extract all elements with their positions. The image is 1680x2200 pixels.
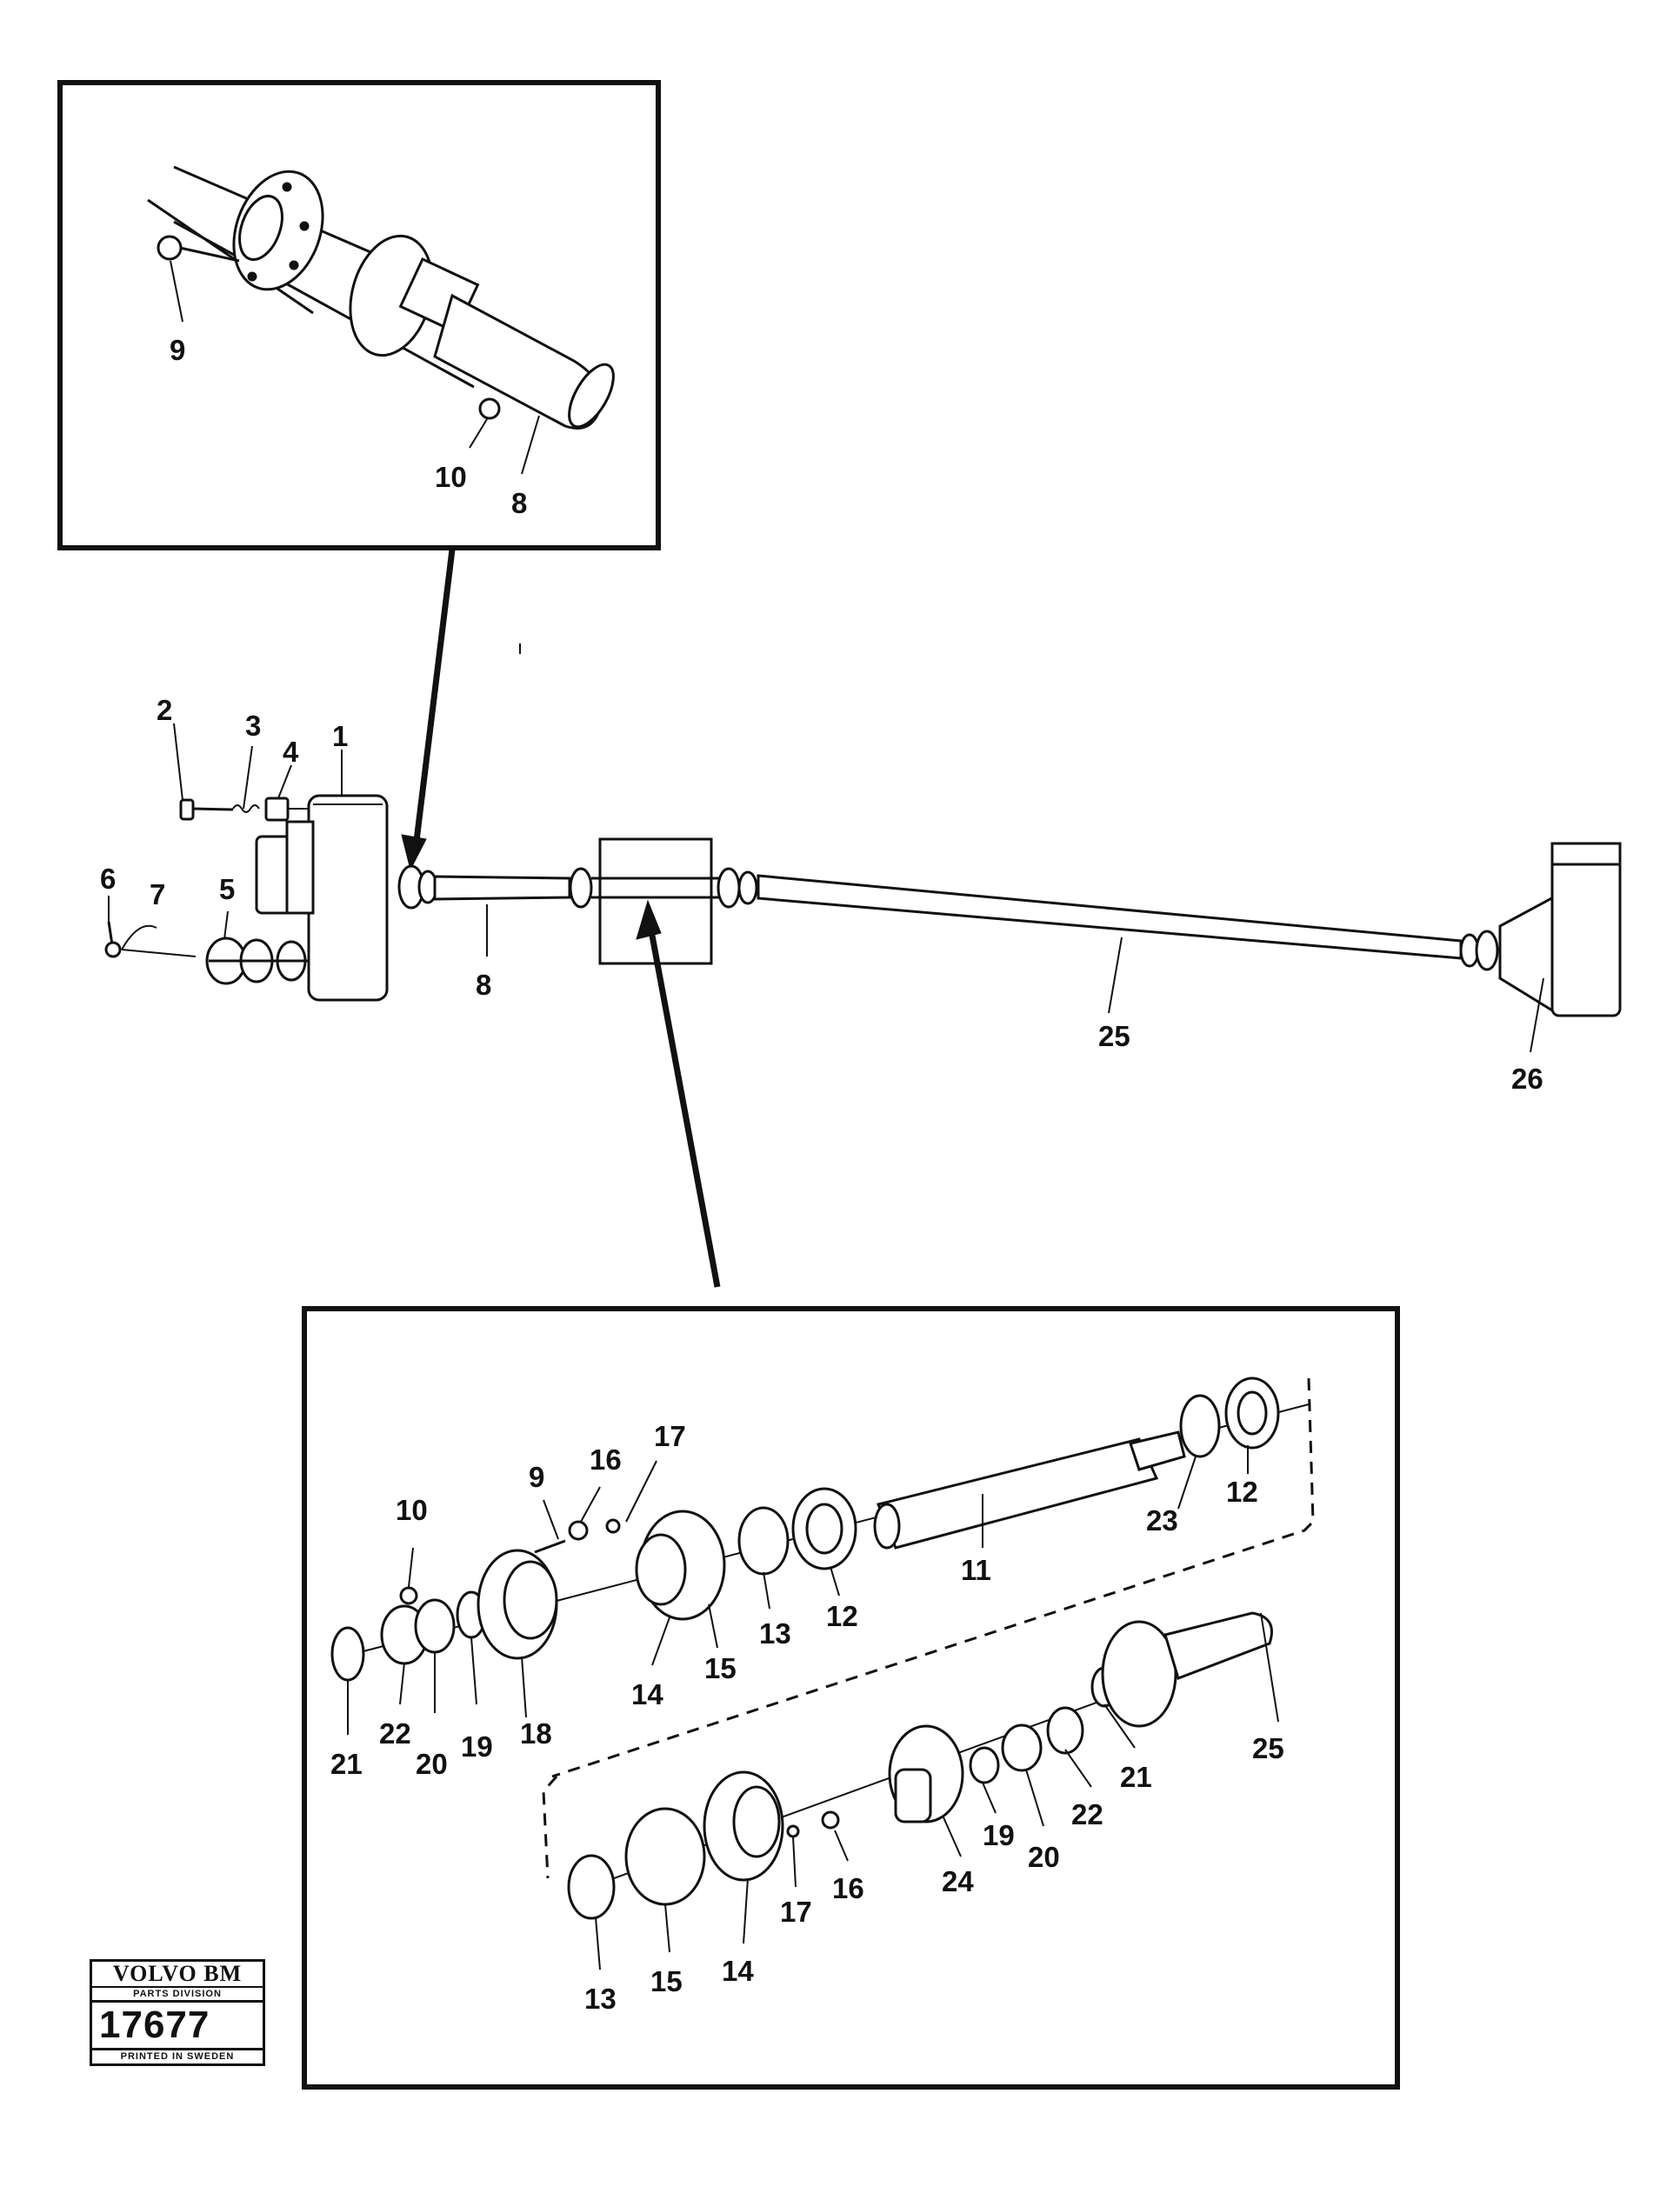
part-25-shaft-end xyxy=(1163,1611,1273,1680)
top-detail-inset: 9 10 8 xyxy=(57,80,661,550)
callout-20-b: 20 xyxy=(1028,1841,1060,1873)
part-16-bolt-b xyxy=(821,1810,840,1830)
stamp-division: PARTS DIVISION xyxy=(92,1988,263,2003)
callout-16-b: 16 xyxy=(832,1872,864,1904)
callout-12-a: 12 xyxy=(826,1600,858,1632)
part-15-shield-b xyxy=(624,1807,706,1906)
callout-14-a: 14 xyxy=(631,1678,663,1710)
callout-9-det: 9 xyxy=(529,1461,544,1493)
callout-25-main: 25 xyxy=(1098,1020,1130,1052)
part-21-ring-a xyxy=(330,1626,365,1682)
bearing-detail-inset: 10 9 16 17 21 22 20 19 18 14 15 13 12 11… xyxy=(302,1306,1400,2090)
callout-21-b: 21 xyxy=(1120,1761,1152,1793)
callout-6: 6 xyxy=(100,863,116,895)
callout-3: 3 xyxy=(245,710,261,742)
part-16-washer-det xyxy=(568,1520,589,1541)
stamp-printed: PRINTED IN SWEDEN xyxy=(120,2051,235,2062)
main-driveline: 2 3 4 1 6 7 5 8 25 26 xyxy=(100,694,1622,1095)
stamp-brand: VOLVO BM xyxy=(92,1962,263,1988)
part-19-washer-b xyxy=(969,1746,1000,1784)
callout-22-a: 22 xyxy=(379,1717,411,1750)
callout-7: 7 xyxy=(150,878,165,910)
callout-13-b: 13 xyxy=(584,1983,617,2015)
callout-16-det-a: 16 xyxy=(590,1443,622,1476)
stamp-number: 17677 xyxy=(92,2003,263,2050)
callout-25-det: 25 xyxy=(1252,1732,1284,1764)
callout-20-a: 20 xyxy=(416,1748,448,1780)
callout-18: 18 xyxy=(520,1717,552,1750)
callout-1: 1 xyxy=(332,720,348,752)
callout-11: 11 xyxy=(961,1554,991,1586)
callout-19-b: 19 xyxy=(983,1819,1015,1851)
callout-26: 26 xyxy=(1511,1063,1543,1095)
callout-2: 2 xyxy=(157,694,172,726)
callout-10-top: 10 xyxy=(435,461,467,493)
callout-10-det: 10 xyxy=(396,1494,428,1526)
part-17-washer-det xyxy=(605,1518,621,1534)
callout-5: 5 xyxy=(219,873,235,905)
callout-19-a: 19 xyxy=(461,1730,493,1763)
callout-4: 4 xyxy=(283,736,299,768)
part-10-nut-det xyxy=(399,1586,418,1605)
callout-8-top: 8 xyxy=(511,487,527,519)
callout-13-a: 13 xyxy=(759,1617,791,1650)
callout-8-main: 8 xyxy=(476,969,491,1001)
part-22-nut-b xyxy=(1046,1706,1084,1755)
callout-14-b: 14 xyxy=(722,1955,754,1987)
arrow-support-to-detail xyxy=(636,899,721,1288)
callout-15-a: 15 xyxy=(704,1652,737,1684)
volvo-bm-stamp: VOLVO BM PARTS DIVISION 17677 PRINTED IN… xyxy=(90,1959,265,2066)
callout-22-b: 22 xyxy=(1071,1798,1103,1830)
part-23-snapring xyxy=(1179,1394,1221,1458)
part-17-washer-b xyxy=(786,1824,800,1838)
callout-12-b: 12 xyxy=(1226,1476,1258,1508)
arrow-top-to-joint xyxy=(401,549,456,871)
part-20-lock-a xyxy=(414,1598,456,1654)
callout-17-det-a: 17 xyxy=(654,1420,686,1452)
part-13-seal-a xyxy=(737,1506,790,1576)
callout-17-b: 17 xyxy=(780,1896,812,1928)
part-20-lock-b xyxy=(1001,1723,1043,1772)
part-13-seal-b xyxy=(567,1854,616,1920)
callout-9-top: 9 xyxy=(170,334,185,366)
callout-23: 23 xyxy=(1146,1504,1178,1537)
callout-15-b: 15 xyxy=(650,1965,683,1997)
callout-24: 24 xyxy=(942,1865,974,1897)
callout-21-a: 21 xyxy=(330,1748,363,1780)
